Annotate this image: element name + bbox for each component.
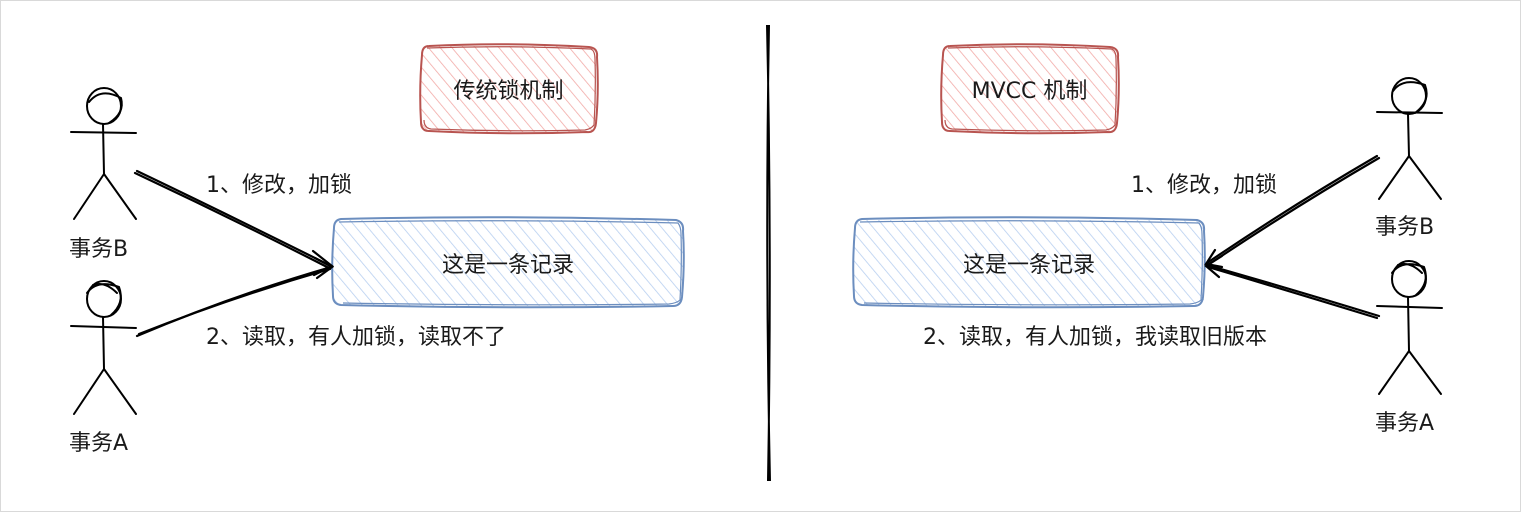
right-actor-bottom-figure [1376, 260, 1443, 395]
right-title-box [940, 43, 1120, 135]
right-title-label: MVCC 机制 [971, 79, 1088, 104]
left-title-label: 传统锁机制 [453, 79, 564, 104]
right-arrow-read [1204, 254, 1381, 320]
left-actor-bottom-label: 事务A [69, 431, 129, 456]
left-record-box [331, 216, 685, 309]
right-step1-label: 1、修改，加锁 [1131, 173, 1277, 198]
left-actor-bottom-figure [70, 280, 137, 415]
right-record-box [852, 216, 1206, 309]
left-actor-top-figure [70, 87, 137, 220]
right-actor-top-label: 事务B [1375, 215, 1435, 240]
left-record-label: 这是一条记录 [441, 253, 574, 278]
left-title-box [419, 43, 599, 135]
right-arrow-modify [1204, 154, 1381, 269]
left-step2-label: 2、读取，有人加锁，读取不了 [206, 325, 506, 350]
left-step1-label: 1、修改，加锁 [206, 173, 352, 198]
left-actor-top-label: 事务B [69, 237, 129, 262]
right-actor-bottom-label: 事务A [1375, 411, 1435, 436]
left-arrow-read [135, 256, 335, 338]
center-divider [766, 24, 771, 482]
right-step2-label: 2、读取，有人加锁，我读取旧版本 [923, 325, 1267, 350]
right-actor-top-figure [1376, 77, 1443, 200]
right-record-label: 这是一条记录 [962, 253, 1095, 278]
